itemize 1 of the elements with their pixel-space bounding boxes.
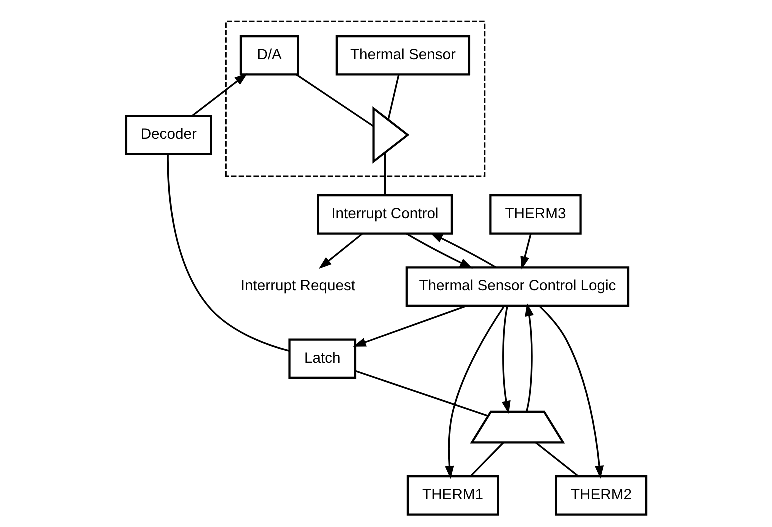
node-text: Interrupt Request: [240, 278, 356, 294]
